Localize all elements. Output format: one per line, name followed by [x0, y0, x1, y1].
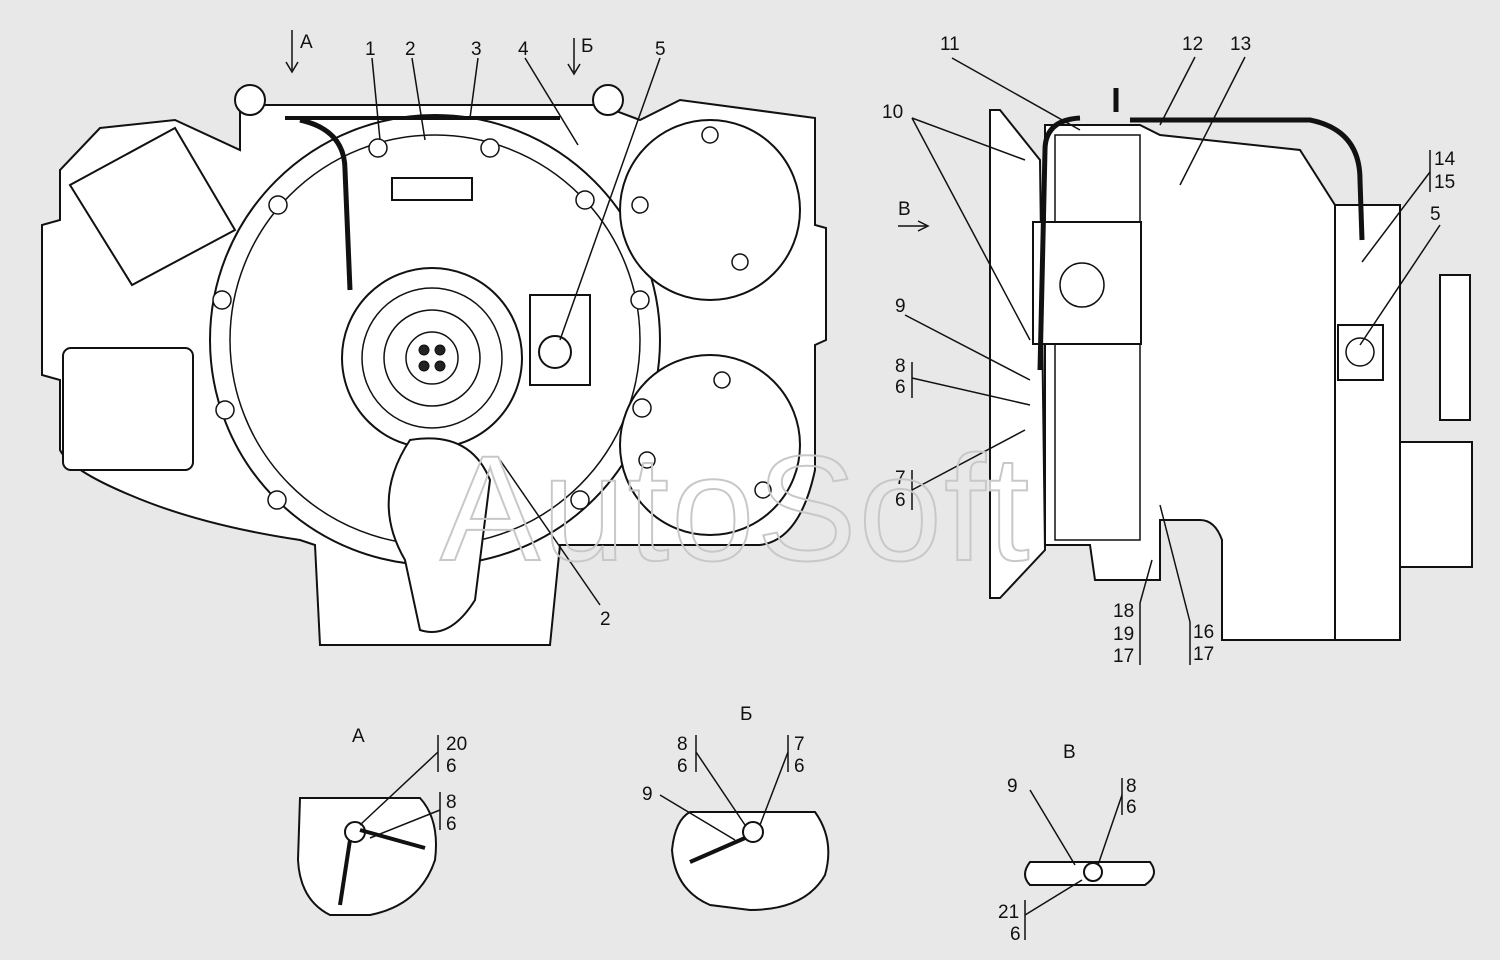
hub-bolt: [418, 344, 430, 356]
callout-label: 6: [677, 756, 688, 777]
front-leaders: [285, 30, 661, 606]
callout-label: 15: [1434, 172, 1455, 193]
detail-title: А: [352, 726, 365, 747]
callout-label: 1: [365, 39, 376, 60]
callout-label: 5: [655, 39, 666, 60]
hub-center: [405, 331, 459, 385]
detail-b-fitting: [742, 821, 764, 843]
flange-bolts: [212, 126, 772, 510]
callout-label: 6: [446, 756, 457, 777]
side-flange-plate: [989, 109, 1047, 599]
front-lower-cover: [62, 347, 194, 471]
callout-label: 3: [471, 39, 482, 60]
side-view: 11 12 13 10 В 14 15 5 9 8 6 7 6 18 19 17…: [882, 34, 1473, 667]
right-upper-cover: [619, 119, 801, 301]
view-label: В: [898, 199, 911, 220]
hub-bolt: [434, 360, 446, 372]
side-pipe-top: [1130, 117, 1365, 241]
callout-label: 10: [882, 102, 903, 123]
sight-glass: [538, 335, 572, 369]
side-end-flange: [1439, 274, 1471, 421]
callout-label: 6: [1126, 797, 1137, 818]
callout-label: 5: [1430, 204, 1441, 225]
callout-label: А: [300, 32, 313, 53]
side-drum: [1334, 204, 1401, 641]
callout-label: 6: [794, 756, 805, 777]
callout-label: 8: [895, 356, 906, 377]
callout-label: 7: [794, 734, 805, 755]
hub-bolt: [418, 360, 430, 372]
detail-title: В: [1063, 742, 1076, 763]
front-left-cover: [68, 126, 237, 287]
callout-label: 13: [1230, 34, 1251, 55]
lift-eye-left: [234, 84, 266, 116]
callout-label: 4: [518, 39, 529, 60]
callout-label: 17: [1113, 646, 1134, 667]
callout-label: 11: [940, 34, 960, 55]
front-view: А 1 2 3 4 Б 5 2: [41, 30, 827, 646]
watermark: AutoSoft: [440, 424, 1031, 592]
detail-b-outline: [670, 811, 830, 912]
bent-pipe: [299, 117, 353, 291]
side-sight-glass: [1345, 337, 1375, 367]
callout-label: 2: [600, 609, 611, 630]
callout-label: 6: [895, 490, 906, 511]
callout-label: 14: [1434, 149, 1456, 170]
callout-label: 6: [1010, 924, 1021, 945]
detail-title: Б: [740, 704, 752, 725]
side-pipe: [1037, 115, 1081, 371]
callout-label: 6: [895, 377, 906, 398]
callout-label: 18: [1113, 601, 1134, 622]
callout-label: 20: [446, 734, 467, 755]
detail-b: Б 8 6 7 6 9: [642, 704, 830, 912]
callout-label: 2: [405, 39, 416, 60]
side-leaders: [904, 56, 1441, 665]
callout-label: 12: [1182, 34, 1203, 55]
detail-a-outline: [296, 797, 437, 916]
detail-v-fitting: [1083, 862, 1103, 882]
callout-label: 17: [1193, 644, 1214, 665]
callout-label: 9: [1007, 776, 1018, 797]
callout-label: 19: [1113, 624, 1134, 645]
lift-eye-right: [592, 84, 624, 116]
callout-label: 9: [642, 784, 653, 805]
callout-label: 6: [446, 814, 457, 835]
callout-label: 16: [1193, 622, 1214, 643]
hub-bolt: [434, 344, 446, 356]
callout-label: Б: [581, 36, 593, 57]
side-bracket-hole: [1059, 262, 1105, 308]
callout-label: 7: [895, 468, 906, 489]
pump-body: [387, 437, 492, 633]
callout-label: 8: [677, 734, 688, 755]
callout-label: 8: [1126, 776, 1137, 797]
callout-label: 8: [446, 792, 457, 813]
front-bracket: [391, 177, 473, 201]
side-pump: [1399, 441, 1473, 568]
detail-v: В 9 8 6 21 6: [998, 742, 1155, 945]
detail-a: А 20 6 8 6: [296, 726, 467, 916]
callout-label: 9: [895, 296, 906, 317]
callout-label: 21: [998, 902, 1019, 923]
